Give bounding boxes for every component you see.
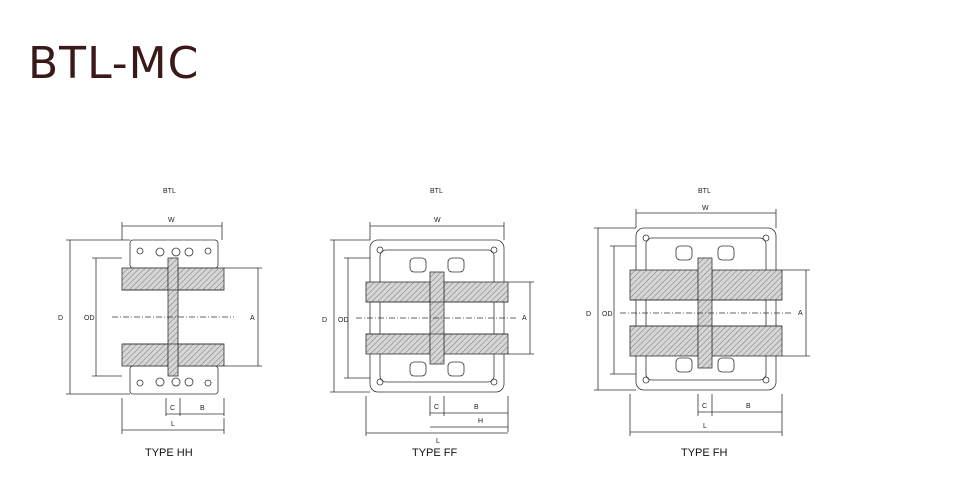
dim-c-2: C [434,404,439,411]
caption-type-ff: TYPE FF [412,447,458,459]
dim-l-2: L [436,438,440,445]
caption-type-fh: TYPE FH [681,447,728,459]
dim-c-3: C [702,403,707,410]
dim-b-3: B [746,403,751,410]
dim-w-3: W [702,205,709,212]
dim-b-2: B [474,404,479,411]
page-title: BTL-MC [28,38,200,89]
drawing-type-hh: BTL W D OD A C B L [58,188,262,459]
dim-h-2: H [478,418,483,425]
caption-type-hh: TYPE HH [145,447,193,459]
dim-d-1: D [58,315,63,322]
dim-w-1: W [168,217,175,224]
dim-d-2: D [322,317,327,324]
dim-a-3: A [798,310,803,317]
drawing-label-3: BTL [698,188,711,195]
dim-d-3: D [586,311,591,318]
dim-c-1: C [170,405,175,412]
drawing-label-2: BTL [430,188,443,195]
dim-l-3: L [703,423,707,430]
drawing-label-1: BTL [163,188,176,195]
dim-w-2: W [434,217,441,224]
dim-od-2: OD [338,317,349,324]
drawing-type-ff: BTL W D OD A C B H L [322,188,534,459]
dim-od-3: OD [602,311,613,318]
dim-od-1: OD [84,315,95,322]
dim-l-1: L [171,421,175,428]
dim-a-2: A [522,315,527,322]
dim-a-1: A [250,315,255,322]
dim-b-1: B [200,405,205,412]
drawing-type-fh: BTL W D OD A C B L TYPE FH [586,188,810,459]
